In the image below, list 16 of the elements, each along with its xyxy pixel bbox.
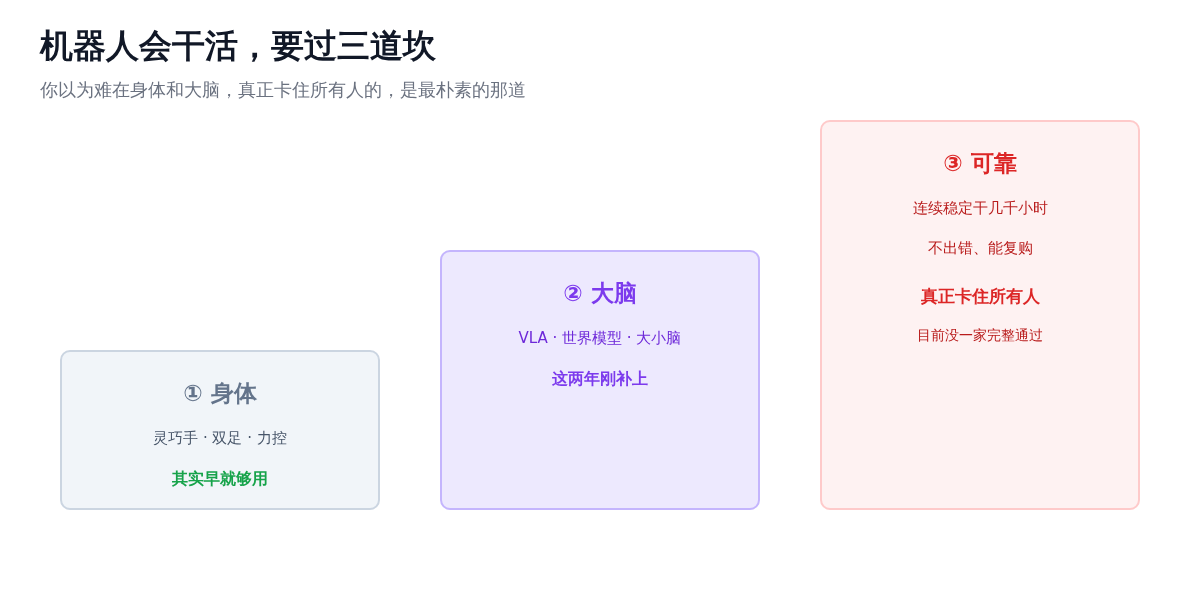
- stage-heading: ③ 可靠: [943, 149, 1017, 178]
- stage-card: [440, 250, 760, 510]
- stage-card: [820, 120, 1140, 510]
- stage-note: 目前没一家完整通过: [917, 326, 1043, 345]
- stage-heading: ② 大脑: [563, 279, 637, 308]
- stage-detail: 不出错、能复购: [927, 238, 1033, 258]
- stage-verdict: 真正卡住所有人: [920, 285, 1040, 307]
- stage-heading: ① 身体: [183, 379, 257, 408]
- title: 机器人会干活，要过三道坎: [40, 25, 436, 67]
- stage-detail: VLA · 世界模型 · 大小脑: [518, 328, 682, 348]
- stage-detail: 连续稳定干几千小时: [912, 198, 1048, 218]
- stage-verdict: 这两年刚补上: [552, 368, 648, 390]
- stage-verdict: 其实早就够用: [172, 468, 268, 490]
- stage-card: [60, 350, 380, 510]
- subtitle: 你以为难在身体和大脑，真正卡住所有人的，是最朴素的那道: [40, 78, 526, 102]
- stage-detail: 灵巧手 · 双足 · 力控: [153, 428, 287, 448]
